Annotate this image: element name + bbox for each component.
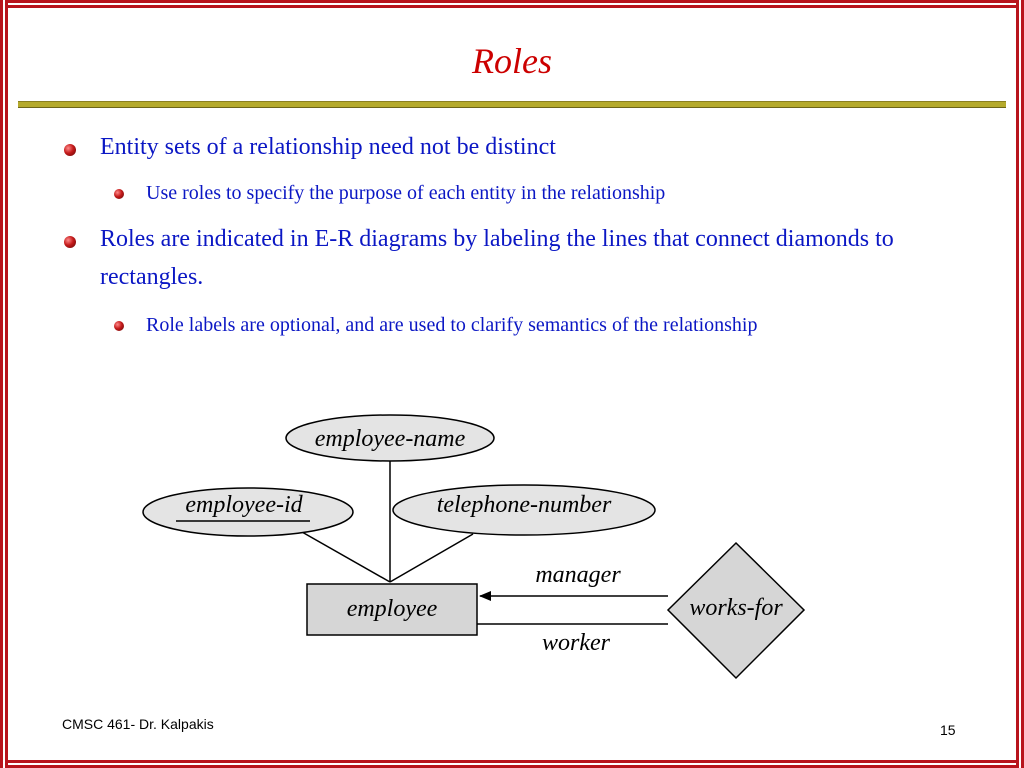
connector-line (301, 531, 391, 583)
connector-line (389, 533, 474, 583)
slide-title: Roles (472, 41, 552, 81)
bullet-dot-icon (114, 321, 124, 331)
entity-employee (306, 583, 478, 636)
attribute-employee-name-label: employee-name (315, 426, 466, 452)
attribute-employee-name (285, 414, 495, 462)
bullet-text: Roles are indicated in E-R diagrams by l… (100, 226, 894, 290)
frame-right (1016, 0, 1024, 768)
bullet-text: Entity sets of a relationship need not b… (100, 134, 556, 160)
frame-bottom (0, 760, 1024, 768)
attribute-employee-id-label: employee-id (185, 492, 303, 518)
bullet-dot-icon (64, 144, 76, 156)
er-diagram-svg: employee-name employee-id telephone-numb… (142, 414, 806, 680)
bullet-dot-icon (114, 189, 124, 199)
er-diagram: employee-name employee-id telephone-numb… (130, 410, 820, 695)
bullet-dot-icon (64, 236, 76, 248)
bullet-item: Entity sets of a relationship need not b… (64, 128, 920, 166)
relationship-works-for-label: works-for (689, 595, 783, 621)
relationship-works-for (666, 541, 806, 680)
attribute-employee-id (142, 487, 354, 537)
role-label-worker: worker (542, 630, 611, 656)
footer-course: CMSC 461- Dr. Kalpakis (62, 716, 214, 732)
bullet-item: Roles are indicated in E-R diagrams by l… (64, 220, 920, 296)
frame-top (0, 0, 1024, 8)
title-divider (18, 101, 1006, 108)
role-label-manager: manager (535, 562, 621, 588)
sub-bullet-item: Use roles to specify the purpose of each… (114, 180, 966, 206)
bullet-text: Use roles to specify the purpose of each… (146, 182, 666, 204)
sub-bullet-item: Role labels are optional, and are used t… (114, 312, 966, 338)
attribute-telephone-number-label: telephone-number (437, 492, 612, 518)
entity-employee-label: employee (347, 596, 438, 622)
attribute-telephone-number (392, 484, 656, 536)
page-number: 15 (940, 722, 956, 738)
frame-left (0, 0, 8, 768)
bullet-text: Role labels are optional, and are used t… (146, 314, 758, 336)
